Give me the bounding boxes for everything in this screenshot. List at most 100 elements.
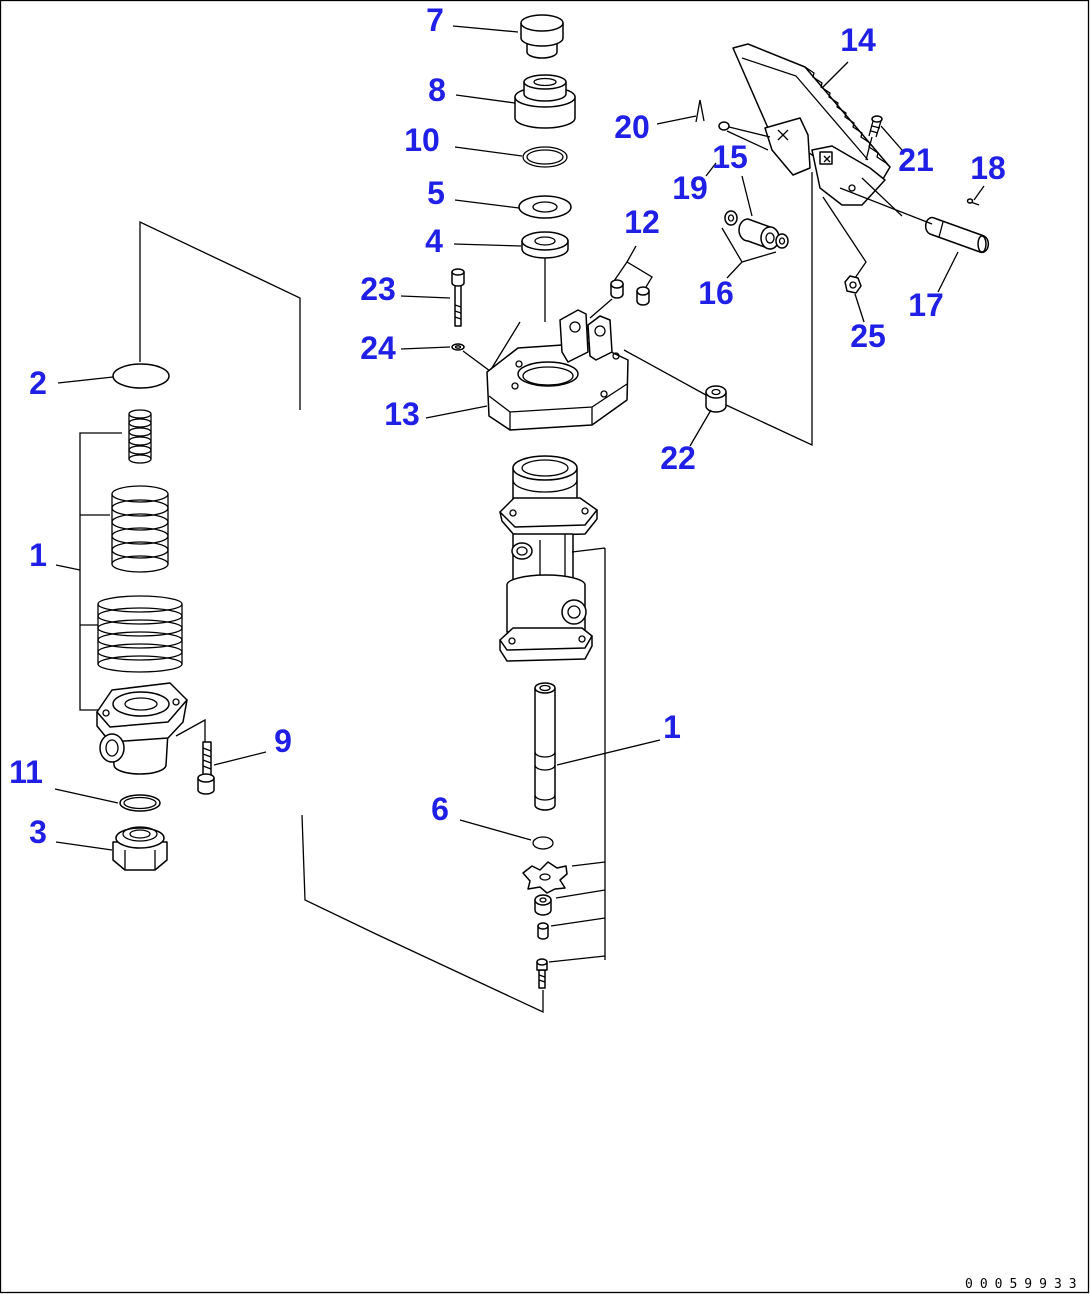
callout-14: 14: [840, 22, 876, 58]
leader-18: [973, 185, 985, 201]
guide-line-hinge-to-pin: [839, 187, 933, 225]
bracket-tick: [571, 861, 606, 867]
roller-bore: [765, 232, 775, 244]
part-20-split-pin: [695, 99, 705, 123]
clevis-right: [587, 315, 613, 361]
springs: [97, 409, 183, 673]
split-pin-shape: [695, 99, 705, 123]
valve-cylinder-top: [112, 691, 170, 717]
callout-23: 23: [360, 271, 396, 307]
callout-10: 10: [404, 122, 440, 158]
part-24-washer: [451, 343, 465, 351]
pedal-tread-serration: [804, 66, 891, 168]
bolt-head: [451, 271, 465, 287]
leader-4: [453, 243, 522, 247]
leader-8: [455, 94, 516, 104]
valve-small-pin: [537, 922, 549, 940]
callout-19: 19: [672, 170, 708, 206]
small-bolt-head-top: [536, 958, 548, 966]
part-8-bushing: [514, 74, 576, 129]
valve-port-inner: [105, 739, 119, 757]
valve-port: [99, 733, 125, 763]
washer-outer: [718, 121, 730, 131]
rod-top-bore: [539, 684, 551, 692]
snap-ring-outer: [522, 146, 568, 168]
guide-line-bottom: [301, 814, 544, 1014]
guide-line-collar-to-pedal: [725, 172, 813, 447]
left-assembly-guide-lines: [79, 220, 544, 1014]
flange-hole: [102, 709, 110, 717]
pedal-hinge-hole: [848, 184, 856, 192]
roller-bushing-left: [724, 210, 738, 226]
part-6-o-ring: [532, 836, 554, 850]
part-5-washer: [518, 195, 572, 219]
spring-coil: [128, 436, 152, 446]
callout-4: 4: [425, 223, 443, 259]
spring-coil: [128, 427, 152, 437]
leader-10: [454, 146, 523, 157]
bracket-tick: [555, 889, 606, 899]
seal-bore: [534, 236, 556, 246]
small-pin-top: [537, 922, 549, 930]
washer-inner: [454, 345, 462, 349]
nut-body: [844, 275, 862, 294]
part-1-brake-valve-body: [499, 455, 598, 662]
part-10-snap-ring: [522, 146, 568, 168]
valve-retainer-plate: [522, 861, 568, 894]
valve-lower-flange-top: [499, 627, 593, 651]
bushing-end: [636, 286, 650, 296]
leader-13: [425, 405, 488, 419]
pin-groove: [938, 221, 944, 238]
bolt-thread: [202, 747, 212, 770]
pin-end: [977, 235, 987, 253]
clevis-left: [559, 309, 589, 363]
leader-2: [57, 376, 114, 384]
valve-port: [561, 599, 587, 625]
callout-3: 3: [29, 814, 47, 850]
part-7-cap: [520, 14, 564, 59]
screw-head: [871, 115, 883, 123]
leader-17: [937, 251, 959, 293]
valve-small-nut: [534, 894, 552, 916]
callout-8: 8: [428, 72, 446, 108]
base-mount-hole: [515, 360, 523, 368]
part-17-pin: [924, 216, 990, 254]
leader-21: [880, 125, 903, 151]
small-nut-top: [534, 894, 552, 906]
left-valve-body: [96, 682, 188, 775]
leader-23: [400, 295, 451, 299]
bushing-end: [610, 279, 624, 289]
base-center-hole-inner: [522, 366, 574, 386]
spring-coil: [97, 595, 183, 613]
seal-top: [521, 231, 569, 251]
collar-bore: [711, 388, 721, 396]
o-ring-inner: [123, 796, 157, 810]
guide-line-washer-to-pedal: [728, 126, 771, 138]
nut-bore: [129, 829, 151, 839]
base-silhouette: [486, 342, 629, 431]
leader-3: [55, 841, 113, 851]
rod-top: [534, 682, 556, 694]
callout-labels: 7 8 10 5 4 23 24 13 2 1 11 3 9 6 1 20 14…: [9, 2, 1006, 850]
small-bolt-shank: [538, 969, 546, 989]
spring-coil: [128, 409, 152, 419]
washer-outer: [518, 195, 572, 219]
spring-coil: [97, 631, 183, 649]
collar-end: [705, 385, 727, 399]
leader-1-left: [55, 564, 81, 571]
callout-12: 12: [624, 204, 660, 240]
pedal-arm-mark: [777, 129, 789, 141]
nut-collar: [122, 826, 158, 842]
small-nut-bore: [539, 897, 547, 903]
guide-line-screw: [865, 136, 873, 161]
drawing-number: 00059933: [965, 1277, 1084, 1292]
small-bolt-thread: [538, 974, 546, 983]
spring-large: [97, 595, 183, 673]
spring-coil: [128, 418, 152, 428]
leader-25: [854, 293, 865, 323]
bracket-line-item-12: [613, 261, 653, 288]
leader-24: [400, 346, 451, 350]
guide-line-hinge-to-nut: [822, 196, 867, 279]
callout-1-right: 1: [663, 709, 681, 745]
